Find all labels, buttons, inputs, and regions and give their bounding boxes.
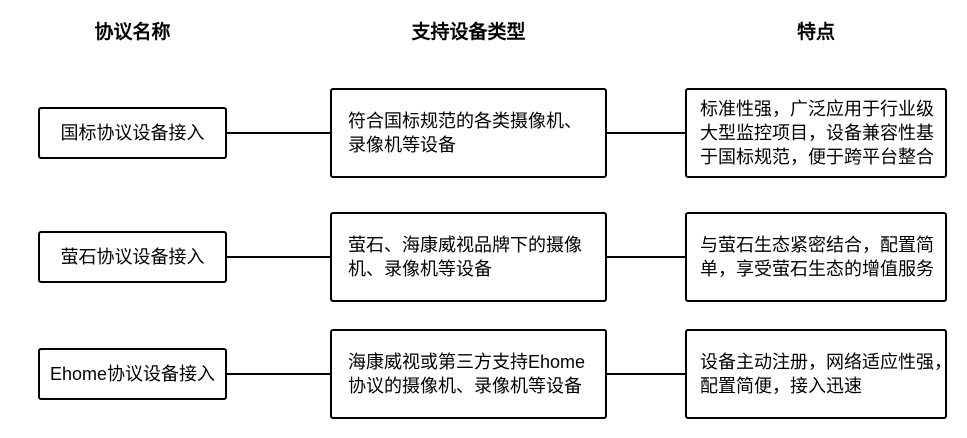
node-devices-gb: 符合国标规范的各类摄像机、 录像机等设备 bbox=[330, 88, 607, 178]
node-devices-ehome: 海康威视或第三方支持Ehome 协议的摄像机、录像机等设备 bbox=[330, 329, 607, 419]
node-devices-ezviz: 萤石、海康威视品牌下的摄像 机、录像机等设备 bbox=[330, 212, 607, 302]
node-protocol-gb: 国标协议设备接入 bbox=[38, 107, 227, 159]
column-header-protocol-name: 协议名称 bbox=[94, 22, 171, 43]
node-features-ehome: 设备主动注册，网络适应性强， 配置简便，接入迅速 bbox=[685, 329, 947, 419]
connector-row1-left bbox=[227, 132, 330, 134]
connector-row1-right bbox=[607, 132, 685, 134]
node-protocol-ehome: Ehome协议设备接入 bbox=[38, 348, 227, 400]
connector-row3-right bbox=[607, 373, 685, 375]
connector-row2-right bbox=[607, 256, 685, 258]
node-protocol-ezviz: 萤石协议设备接入 bbox=[38, 231, 227, 283]
node-features-ezviz: 与萤石生态紧密结合，配置简 单，享受萤石生态的增值服务 bbox=[685, 212, 947, 302]
node-features-gb: 标准性强，广泛应用于行业级 大型监控项目，设备兼容性基 于国标规范，便于跨平台整… bbox=[685, 88, 947, 178]
connector-row2-left bbox=[227, 256, 330, 258]
column-header-device-types: 支持设备类型 bbox=[411, 22, 526, 43]
connector-row3-left bbox=[227, 373, 330, 375]
column-header-features: 特点 bbox=[796, 22, 835, 43]
